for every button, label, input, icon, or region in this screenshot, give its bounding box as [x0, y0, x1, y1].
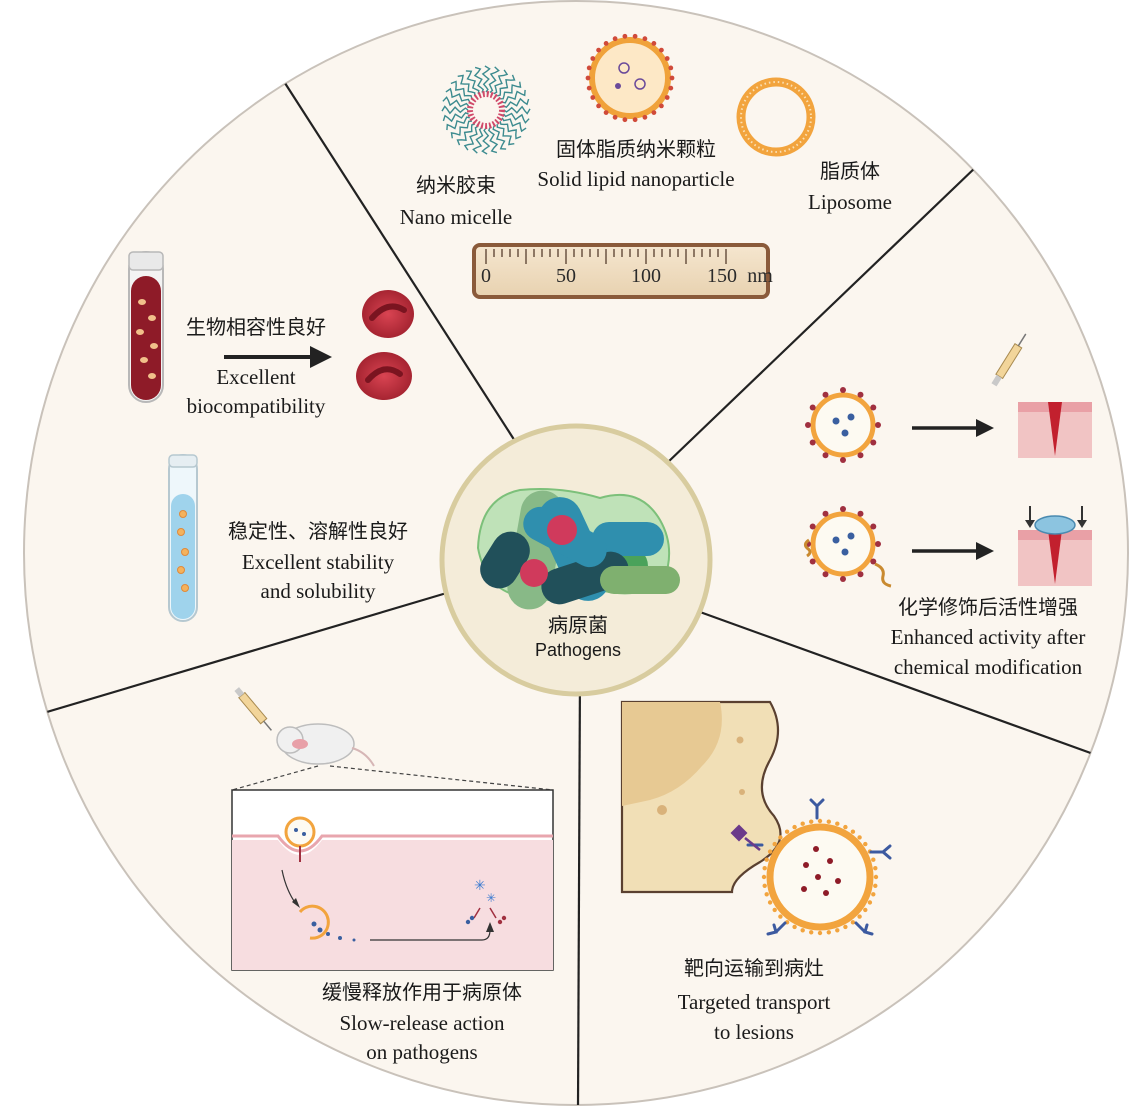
svg-text:✳: ✳ [486, 891, 496, 905]
pathogen-surface [620, 700, 782, 894]
slow-label-zh: 缓慢释放作用于病原体 [322, 980, 522, 1004]
nano-micelle-icon [441, 65, 531, 155]
stability-label-en2: and solubility [261, 579, 376, 603]
biocompat-arrow [224, 346, 332, 368]
liposome-modified [803, 506, 892, 588]
sln-label-en: Solid lipid nanoparticle [537, 167, 734, 191]
mouse-icon [276, 723, 375, 767]
liposome-icon [736, 77, 816, 157]
ruler-unit: nm [747, 265, 773, 287]
wound-tissue-2 [1018, 506, 1092, 586]
target-label-zh: 靶向运输到病灶 [684, 956, 824, 980]
red-blood-cell-icon [356, 290, 414, 400]
micelle-label-en: Nano micelle [400, 205, 513, 229]
ruler-tick-0: 0 [481, 265, 491, 287]
arrow-to-tissue-2 [912, 542, 994, 560]
liposome-label-en: Liposome [808, 190, 892, 214]
svg-text:✳: ✳ [474, 878, 486, 894]
arrow-to-tissue-1 [912, 419, 994, 437]
chemical-label-en1: Enhanced activity after [891, 625, 1086, 649]
ruler-tick-50: 50 [556, 265, 576, 287]
biocompat-label-en2: biocompatibility [187, 394, 326, 418]
center-label-en: Pathogens [535, 640, 621, 660]
stability-label-zh: 稳定性、溶解性良好 [228, 519, 408, 543]
tissue-zoom-panel: ✳ ✳ [231, 789, 554, 971]
syringe-icon-left [234, 687, 273, 731]
biocompat-label-zh: 生物相容性良好 [186, 315, 326, 339]
wound-tissue-1 [1018, 402, 1092, 458]
chemical-label-en2: chemical modification [894, 655, 1083, 679]
stability-label-en1: Excellent stability [242, 550, 395, 574]
solution-tube-icon [168, 454, 198, 622]
target-label-en1: Targeted transport [678, 990, 831, 1014]
targeted-liposome [761, 818, 879, 936]
target-label-en2: to lesions [714, 1020, 794, 1044]
receptor-binding [730, 824, 761, 851]
slow-label-en1: Slow-release action [339, 1011, 505, 1035]
sln-label-zh: 固体脂质纳米颗粒 [556, 137, 716, 161]
syringe-icon-right [991, 333, 1027, 387]
blood-tube-icon [128, 251, 164, 403]
ruler-tick-100: 100 [631, 265, 661, 287]
pathogens-center [439, 423, 713, 697]
antibody-icons [746, 798, 892, 936]
chemical-label-zh: 化学修饰后活性增强 [898, 595, 1078, 619]
biocompat-label-en1: Excellent [216, 365, 295, 389]
zoom-dashed-lines [231, 765, 554, 791]
sector-dividers [24, 79, 1111, 1105]
solid-lipid-nanoparticle-icon [585, 33, 675, 123]
slow-label-en2: on pathogens [366, 1040, 477, 1064]
liposome-label-zh: 脂质体 [820, 159, 880, 183]
center-label-zh: 病原菌 [548, 613, 608, 637]
ruler-tick-150: 150 [707, 265, 737, 287]
size-ruler: 0 50 100 150 nm [472, 243, 773, 299]
liposome-plain [805, 387, 881, 463]
micelle-label-zh: 纳米胶束 [416, 173, 496, 197]
